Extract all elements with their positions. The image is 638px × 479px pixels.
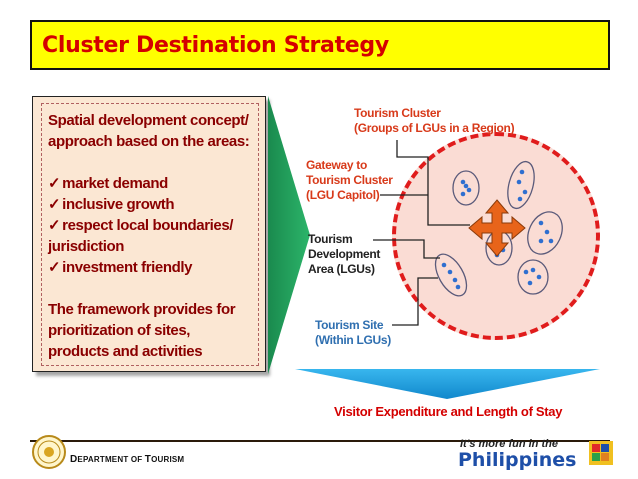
strategy-panel: Spatial development concept/ approach ba… <box>32 96 266 372</box>
tda-label: Tourism Development Area (LGUs) <box>308 232 381 276</box>
slogan-logo: Philippines <box>458 449 576 471</box>
tda-oval <box>507 160 535 210</box>
checklist-item-jurisdiction: jurisdiction <box>48 238 125 255</box>
checklist-item-inclusive-growth: inclusive growth <box>48 194 254 215</box>
framework-line-3: products and activities <box>48 343 203 360</box>
framework-line-2: prioritization of sites, <box>48 322 191 339</box>
slogan-line-1: It's more fun in the <box>460 438 558 450</box>
visitor-expenditure-caption: Visitor Expenditure and Length of Stay <box>334 404 563 419</box>
green-chevron-arrow <box>268 96 310 374</box>
tourism-cluster-label: Tourism Cluster (Groups of LGUs in a Reg… <box>354 106 515 135</box>
slogan-colorful-logo-icon <box>589 441 613 465</box>
footer-rule <box>30 440 610 442</box>
department-name: DEPARTMENT OF TOURISM <box>70 454 185 465</box>
slogan-line-2: Philippines <box>458 449 577 471</box>
tda-oval <box>434 253 468 297</box>
tda-oval <box>517 259 549 295</box>
checklist-item-respect-boundaries: respect local boundaries/ <box>48 215 254 236</box>
title-banner: Cluster Destination Strategy <box>30 20 610 70</box>
gateway-label: Gateway to Tourism Cluster (LGU Capitol) <box>306 158 393 202</box>
blue-down-arrow <box>295 369 600 399</box>
strategy-panel-content: Spatial development concept/ approach ba… <box>41 103 259 366</box>
gateway-arrow-icon <box>468 199 526 257</box>
tourism-site-label: Tourism Site (Within LGUs) <box>315 318 391 347</box>
tda-oval <box>452 170 480 206</box>
framework-line-1: The framework provides for <box>48 301 236 318</box>
department-seal-icon <box>32 435 66 469</box>
slide-title: Cluster Destination Strategy <box>42 32 389 58</box>
tda-oval <box>527 211 563 255</box>
checklist-item-market-demand: market demand <box>48 173 254 194</box>
intro-line-2: approach based on the areas: <box>48 133 250 150</box>
checklist-item-investment-friendly: investment friendly <box>48 257 254 278</box>
intro-line-1: Spatial development concept/ <box>48 112 249 129</box>
